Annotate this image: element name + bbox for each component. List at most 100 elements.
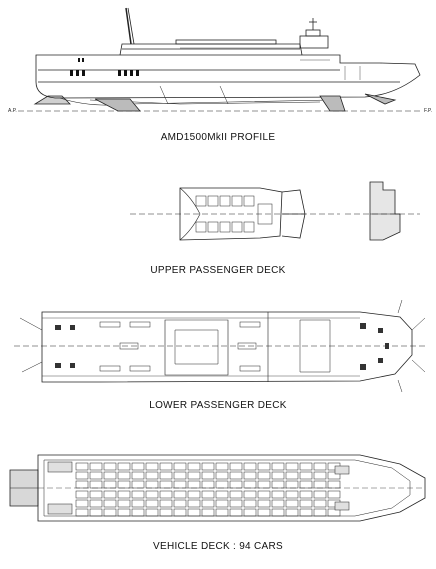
car-bay (201, 499, 215, 508)
car-bay (131, 480, 145, 489)
car-bay (173, 490, 187, 499)
car-bay (103, 462, 117, 471)
car-bay (187, 508, 201, 517)
car-bay (75, 508, 89, 517)
car-bay (229, 471, 243, 480)
car-bay (173, 480, 187, 489)
car-bay (215, 471, 229, 480)
car-bay (131, 508, 145, 517)
car-bay (215, 490, 229, 499)
car-bay (299, 508, 313, 517)
car-bay (89, 499, 103, 508)
car-bay (75, 499, 89, 508)
car-bay (229, 462, 243, 471)
upper-deck-caption: UPPER PASSENGER DECK (150, 265, 286, 276)
car-bay (201, 462, 215, 471)
car-bay (103, 471, 117, 480)
lower-deck-drawing (14, 299, 426, 393)
car-bay (173, 471, 187, 480)
car-bay (299, 462, 313, 471)
car-bay (131, 499, 145, 508)
car-bay (75, 471, 89, 480)
car-bay (313, 471, 327, 480)
car-bay (89, 462, 103, 471)
car-bay (103, 508, 117, 517)
car-bay (75, 462, 89, 471)
car-bay (313, 508, 327, 517)
car-bay (159, 499, 173, 508)
car-bay (313, 490, 327, 499)
upper-deck-drawing (130, 181, 420, 241)
car-bay (327, 480, 341, 489)
car-bay (89, 508, 103, 517)
car-bay (145, 480, 159, 489)
car-bay (117, 471, 131, 480)
car-bay (327, 471, 341, 480)
car-bay (215, 480, 229, 489)
svg-text:F.P.: F.P. (424, 108, 432, 114)
car-bay (215, 508, 229, 517)
car-bay (285, 480, 299, 489)
car-bay (327, 508, 341, 517)
car-bay (173, 462, 187, 471)
car-bay (145, 499, 159, 508)
car-bay (257, 499, 271, 508)
car-bay (75, 480, 89, 489)
car-bay (243, 499, 257, 508)
car-bay (103, 490, 117, 499)
car-bay (215, 462, 229, 471)
profile-caption: AMD1500MkII PROFILE (160, 132, 276, 143)
car-bay (313, 462, 327, 471)
car-bay (89, 490, 103, 499)
car-bay (299, 490, 313, 499)
car-bay (117, 499, 131, 508)
car-bay (243, 490, 257, 499)
car-bay (117, 480, 131, 489)
car-bay (243, 480, 257, 489)
car-bay (131, 462, 145, 471)
vehicle-deck-caption: VEHICLE DECK : 94 CARS (153, 541, 283, 552)
car-bay (187, 471, 201, 480)
car-bay (313, 480, 327, 489)
car-bay (75, 490, 89, 499)
car-bay (243, 471, 257, 480)
car-bay (159, 508, 173, 517)
car-bay (215, 499, 229, 508)
car-bay (117, 508, 131, 517)
vehicle-deck-drawing (9, 454, 426, 522)
car-bay (271, 508, 285, 517)
car-bay (271, 499, 285, 508)
car-bay (243, 508, 257, 517)
car-bay (187, 462, 201, 471)
car-bay (145, 462, 159, 471)
car-bay (187, 480, 201, 489)
car-bay (229, 480, 243, 489)
car-bay (117, 462, 131, 471)
car-bay (257, 462, 271, 471)
car-bay (173, 499, 187, 508)
svg-text:A.P.: A.P. (8, 108, 17, 114)
profile-drawing: A.P. F.P. (8, 7, 432, 114)
car-bay (145, 490, 159, 499)
car-bay (243, 462, 257, 471)
car-bay (257, 490, 271, 499)
car-bay (187, 499, 201, 508)
car-bay (271, 471, 285, 480)
car-bay (257, 471, 271, 480)
car-bay (299, 499, 313, 508)
car-bay (187, 490, 201, 499)
car-bay (257, 480, 271, 489)
lower-deck-caption: LOWER PASSENGER DECK (149, 400, 287, 411)
car-bay (159, 490, 173, 499)
car-bay (327, 490, 341, 499)
car-bay (159, 480, 173, 489)
car-bay (117, 490, 131, 499)
car-bay (285, 471, 299, 480)
car-bay (313, 499, 327, 508)
car-bay (103, 499, 117, 508)
car-bay (145, 471, 159, 480)
car-bay (285, 499, 299, 508)
car-bay (201, 480, 215, 489)
car-bay (229, 508, 243, 517)
